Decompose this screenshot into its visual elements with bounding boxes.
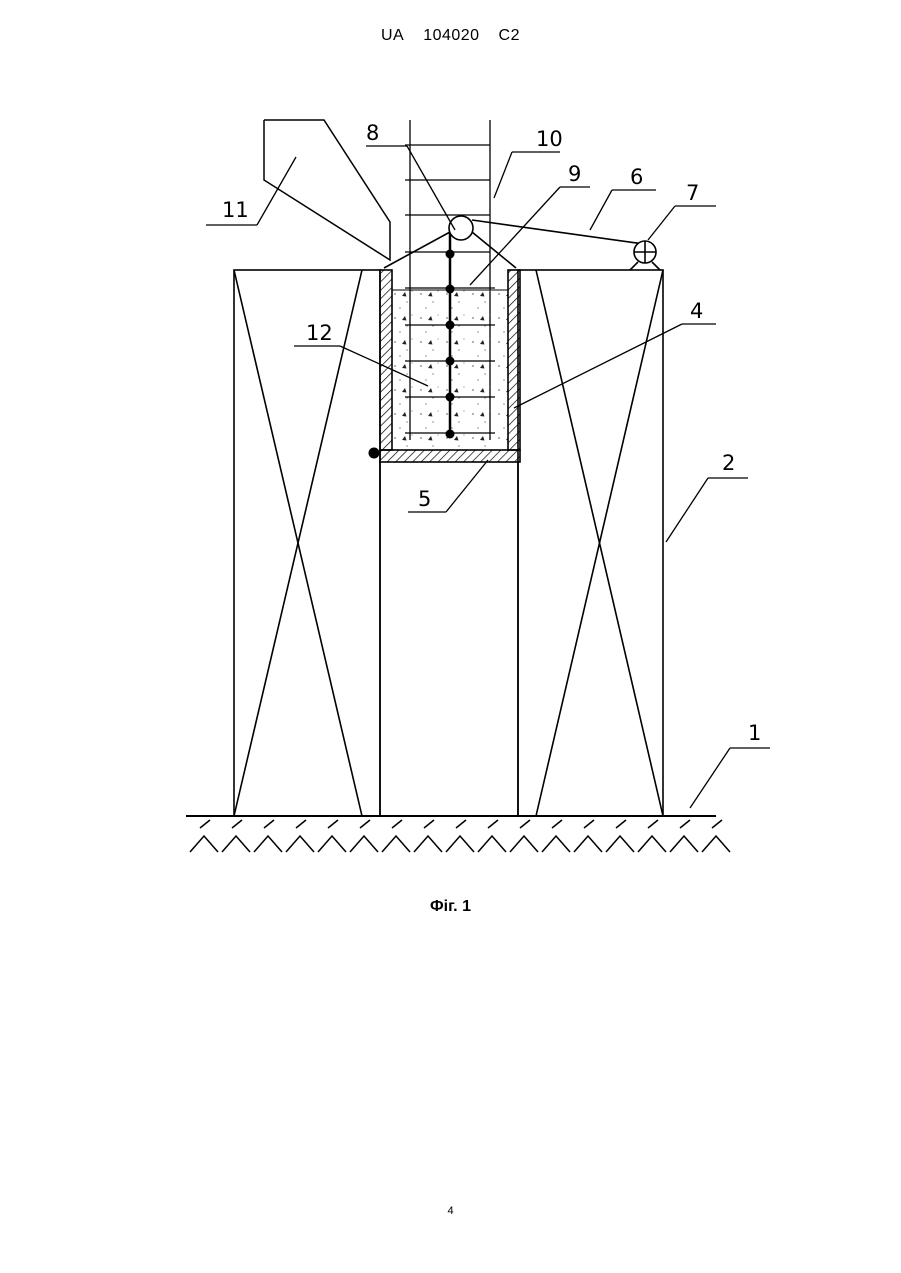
ground-hatch-mark: [680, 820, 690, 828]
ground-hatch-mark: [232, 820, 242, 828]
ground-hatch-mark: [606, 836, 634, 852]
winch: [630, 241, 660, 270]
ground-hatch-mark: [584, 820, 594, 828]
ground: [186, 816, 730, 852]
ground-hatch-mark: [456, 820, 466, 828]
ground-hatch-mark: [286, 836, 314, 852]
page-number: 4: [0, 1205, 901, 1217]
ground-hatch-mark: [510, 836, 538, 852]
ground-hatch-mark: [318, 836, 346, 852]
hinge-point: [369, 448, 380, 459]
ground-hatch-mark: [414, 836, 442, 852]
ground-hatch-mark: [446, 836, 474, 852]
ground-hatch-mark: [648, 820, 658, 828]
ground-hatch-mark: [350, 836, 378, 852]
label-8: 8: [366, 121, 379, 145]
label-11: 11: [222, 198, 249, 222]
bottom-plate: [380, 450, 520, 462]
label-7: 7: [686, 181, 699, 205]
ground-hatch-mark: [574, 836, 602, 852]
ground-hatch-mark: [424, 820, 434, 828]
label-6: 6: [630, 165, 643, 189]
label-10: 10: [536, 127, 563, 151]
label-1: 1: [748, 721, 761, 745]
inner-column: [380, 462, 518, 816]
ground-hatch-mark: [264, 820, 274, 828]
label-12: 12: [306, 321, 333, 345]
ground-hatch-mark: [200, 820, 210, 828]
ground-hatch-mark: [190, 836, 218, 852]
label-5: 5: [418, 487, 431, 511]
ground-hatch-mark: [552, 820, 562, 828]
ground-hatch-mark: [542, 836, 570, 852]
ground-hatch-mark: [222, 836, 250, 852]
label-2: 2: [722, 451, 735, 475]
ground-hatch-mark: [638, 836, 666, 852]
rope: [472, 220, 644, 244]
ground-hatch-mark: [616, 820, 626, 828]
ground-hatch-mark: [478, 836, 506, 852]
ground-hatch-mark: [488, 820, 498, 828]
ground-hatch-mark: [712, 820, 722, 828]
right-support-column: [518, 270, 663, 816]
label-9: 9: [568, 162, 581, 186]
ground-hatch-mark: [360, 820, 370, 828]
ground-hatch-mark: [702, 836, 730, 852]
ground-hatch-mark: [296, 820, 306, 828]
left-support-column: [234, 270, 380, 816]
figure-caption: Фіг. 1: [0, 898, 901, 916]
ground-hatch-mark: [520, 820, 530, 828]
ground-hatch-mark: [382, 836, 410, 852]
ground-hatch-mark: [254, 836, 282, 852]
label-4: 4: [690, 299, 703, 323]
ground-hatch-mark: [392, 820, 402, 828]
ground-hatch-mark: [328, 820, 338, 828]
ground-hatch-mark: [670, 836, 698, 852]
